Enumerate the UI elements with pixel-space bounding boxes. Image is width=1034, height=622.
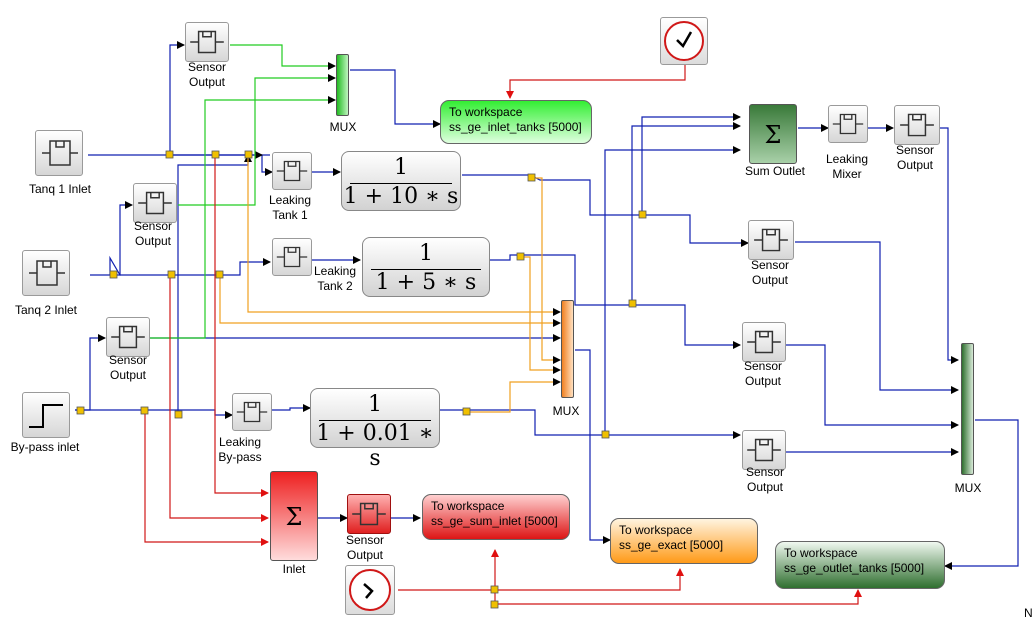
sum-symbol: Σ xyxy=(285,503,303,531)
sum-symbol: Σ xyxy=(764,121,782,149)
to-workspace-inlet-tanks[interactable]: To workspace ss_ge_inlet_tanks [5000] xyxy=(440,100,592,144)
tf-numerator: 1 xyxy=(419,241,433,266)
block-icon xyxy=(42,140,78,166)
corner-text: N xyxy=(1024,606,1033,620)
block-icon xyxy=(747,438,781,462)
green-links xyxy=(150,44,336,339)
transfer-function-tank1[interactable]: 1 1 + 10 ∗ s xyxy=(341,151,461,211)
to-workspace-exact[interactable]: To workspace ss_ge_exact [5000] xyxy=(610,518,758,564)
sensor-output-block-6[interactable] xyxy=(742,430,786,470)
mux-block-exact[interactable] xyxy=(561,300,574,398)
block-icon xyxy=(900,113,934,137)
clock-icon xyxy=(349,569,391,611)
block-icon xyxy=(276,160,308,182)
to-workspace-outlet-tanks[interactable]: To workspace ss_ge_outlet_tanks [5000] xyxy=(775,541,945,589)
tf-fraction-bar xyxy=(319,420,431,421)
sum-outlet-label: Sum Outlet xyxy=(744,164,806,178)
step-icon xyxy=(29,404,63,428)
to-workspace-sum-inlet[interactable]: To workspace ss_ge_sum_inlet [5000] xyxy=(422,494,570,540)
tf-denominator: 1 + 10 ∗ s xyxy=(343,184,459,209)
tank1-inlet-label: Tanq 1 Inlet xyxy=(28,182,92,196)
sensor-output-block-2[interactable] xyxy=(133,183,177,223)
sensor-output-block-7[interactable] xyxy=(894,105,940,145)
block-icon xyxy=(747,330,781,354)
orange-links xyxy=(219,155,561,413)
tf-denominator: 1 + 5 ∗ s xyxy=(375,270,477,295)
tank2-inlet-label: Tanq 2 Inlet xyxy=(14,303,78,317)
leaking-mixer-label: Leaking Mixer xyxy=(825,152,869,181)
tf-numerator: 1 xyxy=(394,155,408,180)
sensor-output-label: Sensor Output xyxy=(743,359,783,388)
tank1-inlet-block[interactable] xyxy=(35,130,83,176)
leaking-tank2-label: Leaking Tank 2 xyxy=(313,264,357,293)
sensor-output-label: Sensor Output xyxy=(745,465,785,494)
leaking-bypass-label: Leaking By-pass xyxy=(218,435,262,464)
transfer-function-bypass[interactable]: 1 1 + 0.01 ∗ s xyxy=(310,388,440,471)
blue-links xyxy=(75,41,1019,570)
split-points xyxy=(76,150,647,609)
sensor-output-label: Sensor Output xyxy=(895,143,935,172)
tf-fraction-bar xyxy=(371,269,481,270)
sum-inlet-label: Inlet xyxy=(282,562,306,576)
clock-block-top[interactable] xyxy=(660,17,708,65)
block-icon xyxy=(352,502,386,526)
leaking-tank2-block[interactable] xyxy=(272,238,312,276)
bypass-inlet-step-block[interactable] xyxy=(22,392,70,438)
tf-fraction-bar xyxy=(350,183,452,184)
block-icon xyxy=(754,228,788,252)
transfer-function-tank2[interactable]: 1 1 + 5 ∗ s xyxy=(362,237,490,297)
sensor-output-block-5[interactable] xyxy=(742,322,786,362)
clock-icon xyxy=(664,21,704,61)
tf-numerator: 1 xyxy=(368,392,382,417)
mux-label: MUX xyxy=(552,404,580,418)
leaking-tank1-label: Leaking Tank 1 xyxy=(268,193,312,222)
bypass-inlet-label: By-pass inlet xyxy=(10,440,80,454)
sensor-output-label: Sensor Output xyxy=(345,533,385,562)
mux-block-outlet[interactable] xyxy=(961,343,974,475)
block-icon xyxy=(276,246,308,268)
block-icon xyxy=(832,113,864,135)
tank2-inlet-block[interactable] xyxy=(22,250,70,296)
mux-block-inlet[interactable] xyxy=(336,54,349,116)
red-links xyxy=(144,65,862,605)
sensor-output-block-3[interactable] xyxy=(106,317,150,357)
leaking-tank1-block[interactable] xyxy=(272,152,312,190)
sensor-output-label: Sensor Output xyxy=(750,258,790,287)
sensor-output-block-1[interactable] xyxy=(185,22,229,62)
block-icon xyxy=(29,260,65,286)
sensor-output-label: Sensor Output xyxy=(187,60,227,89)
sensor-output-label: Sensor Output xyxy=(133,219,173,248)
block-icon xyxy=(190,30,224,54)
tf-denominator: 1 + 0.01 ∗ s xyxy=(316,421,434,471)
sensor-output-block-8[interactable] xyxy=(347,494,391,534)
sum-outlet-block[interactable]: Σ xyxy=(749,104,797,164)
sensor-output-block-4[interactable] xyxy=(748,220,794,260)
mux-label: MUX xyxy=(329,120,357,134)
sum-inlet-block[interactable]: Σ xyxy=(270,471,318,561)
block-icon xyxy=(111,325,145,349)
clock-block-bottom[interactable] xyxy=(345,565,395,615)
block-icon xyxy=(236,401,268,423)
leaking-bypass-block[interactable] xyxy=(232,393,272,431)
mux-label: MUX xyxy=(954,481,982,495)
sensor-output-label: Sensor Output xyxy=(108,353,148,382)
block-icon xyxy=(138,191,172,215)
leaking-mixer-block[interactable] xyxy=(828,105,868,143)
